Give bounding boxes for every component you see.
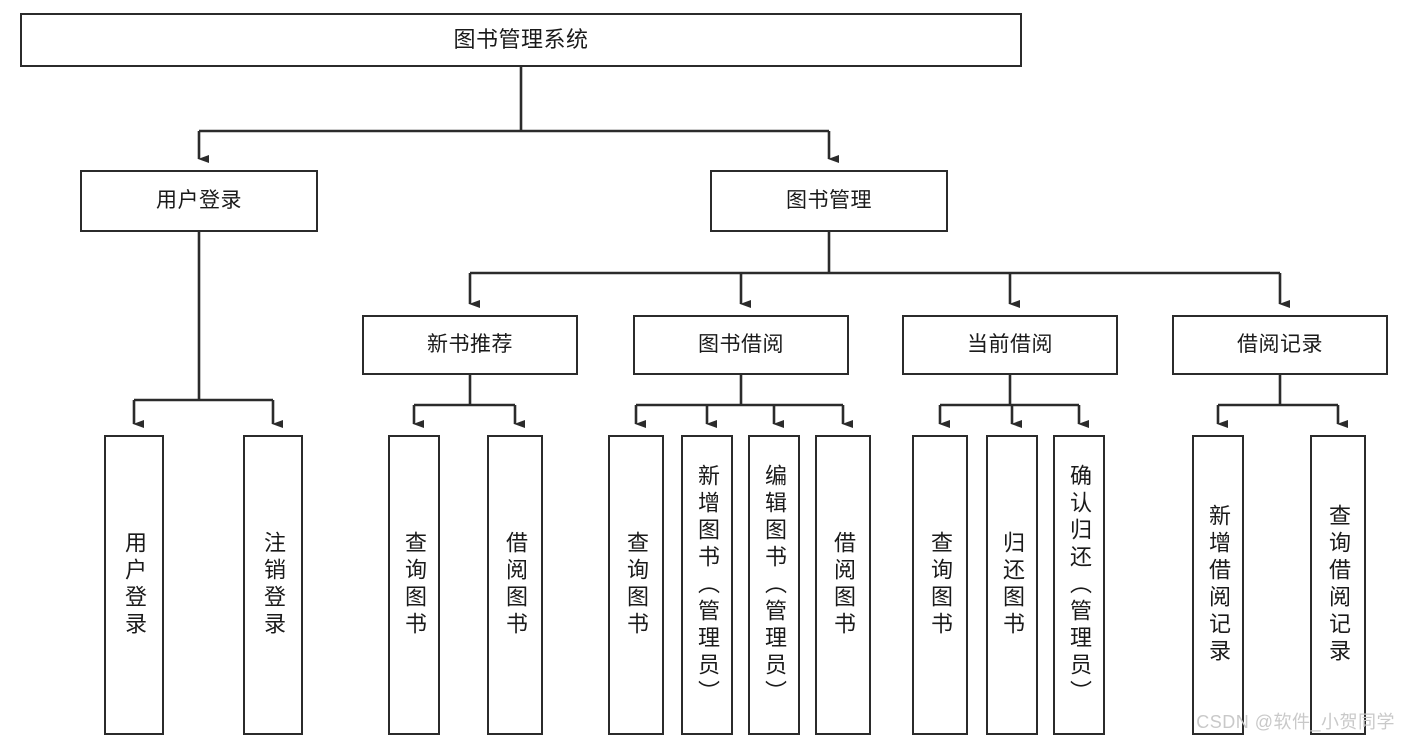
node-new-book-rec-label: 新书推荐: [427, 332, 513, 356]
watermark-text: CSDN @软件_小贺同学: [1196, 712, 1395, 732]
node-borrow-record[interactable]: 借阅记录: [1172, 315, 1388, 375]
node-leaf-add-book-label: 新增图书（管理员）: [695, 463, 720, 707]
node-leaf-return-book-label: 归还图书: [1000, 531, 1025, 639]
node-book-borrow[interactable]: 图书借阅: [633, 315, 849, 375]
node-leaf-add-book[interactable]: 新增图书（管理员）: [681, 435, 733, 735]
node-borrow-record-label: 借阅记录: [1237, 332, 1323, 356]
node-leaf-edit-book-label: 编辑图书（管理员）: [762, 463, 787, 707]
node-book-manage-label: 图书管理: [786, 188, 872, 212]
node-leaf-user-logout[interactable]: 注销登录: [243, 435, 303, 735]
node-leaf-user-login[interactable]: 用户登录: [104, 435, 164, 735]
node-leaf-edit-book[interactable]: 编辑图书（管理员）: [748, 435, 800, 735]
node-leaf-query-book-1[interactable]: 查询图书: [388, 435, 440, 735]
node-book-borrow-label: 图书借阅: [698, 332, 784, 356]
node-leaf-add-record-label: 新增借阅记录: [1206, 504, 1231, 666]
node-user-login-label: 用户登录: [156, 188, 242, 212]
node-leaf-user-login-label: 用户登录: [122, 531, 147, 639]
node-leaf-query-book-3[interactable]: 查询图书: [912, 435, 968, 735]
node-leaf-confirm-return-label: 确认归还（管理员）: [1067, 463, 1092, 707]
node-new-book-rec[interactable]: 新书推荐: [362, 315, 578, 375]
node-leaf-query-record[interactable]: 查询借阅记录: [1310, 435, 1366, 735]
node-leaf-query-book-2[interactable]: 查询图书: [608, 435, 664, 735]
node-root-label: 图书管理系统: [453, 27, 589, 53]
node-leaf-borrow-book-1-label: 借阅图书: [503, 531, 528, 639]
node-leaf-query-book-1-label: 查询图书: [402, 531, 427, 639]
node-root[interactable]: 图书管理系统: [20, 13, 1022, 67]
node-book-manage[interactable]: 图书管理: [710, 170, 948, 232]
node-leaf-query-record-label: 查询借阅记录: [1326, 504, 1351, 666]
node-current-borrow-label: 当前借阅: [967, 332, 1053, 356]
node-leaf-confirm-return[interactable]: 确认归还（管理员）: [1053, 435, 1105, 735]
node-leaf-borrow-book-2-label: 借阅图书: [831, 531, 856, 639]
node-leaf-borrow-book-1[interactable]: 借阅图书: [487, 435, 543, 735]
node-leaf-return-book[interactable]: 归还图书: [986, 435, 1038, 735]
node-leaf-user-logout-label: 注销登录: [261, 531, 286, 639]
node-leaf-query-book-3-label: 查询图书: [928, 531, 953, 639]
node-leaf-borrow-book-2[interactable]: 借阅图书: [815, 435, 871, 735]
node-current-borrow[interactable]: 当前借阅: [902, 315, 1118, 375]
node-leaf-query-book-2-label: 查询图书: [624, 531, 649, 639]
node-leaf-add-record[interactable]: 新增借阅记录: [1192, 435, 1244, 735]
node-user-login[interactable]: 用户登录: [80, 170, 318, 232]
